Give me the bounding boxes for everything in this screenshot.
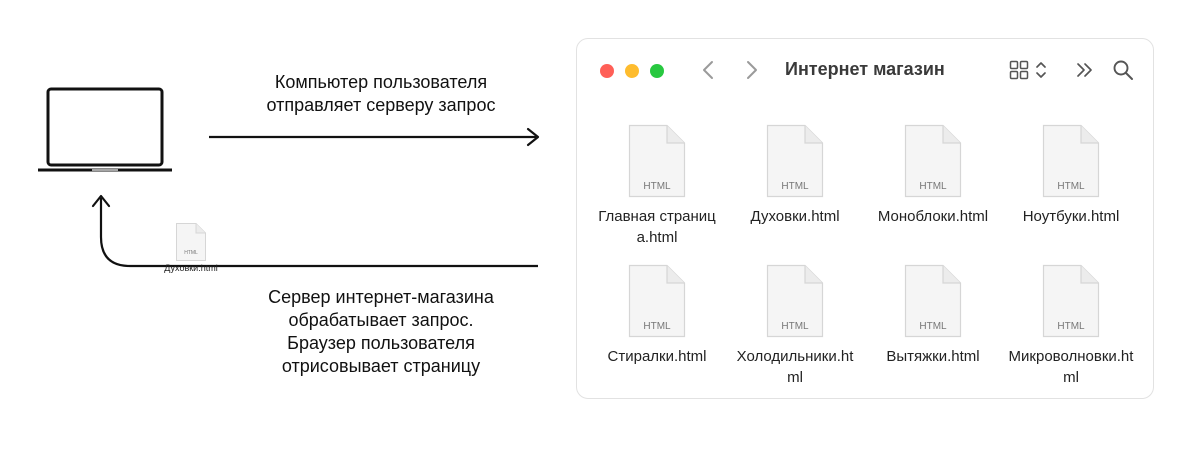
response-caption-line: отрисовывает страницу bbox=[281, 356, 481, 376]
file-name: Вытяжки.html bbox=[886, 348, 980, 365]
file-badge: HTML bbox=[184, 250, 198, 256]
response-arrow bbox=[91, 194, 538, 268]
request-arrow bbox=[209, 127, 540, 147]
file-badge: HTML bbox=[919, 181, 947, 192]
file-name: Духовки.html bbox=[750, 208, 840, 225]
sort-chevrons-icon[interactable] bbox=[1035, 60, 1047, 80]
file-badge: HTML bbox=[643, 181, 671, 192]
request-caption-line: отправляет серверу запрос bbox=[266, 95, 496, 115]
html-file-icon: HTML bbox=[904, 124, 962, 198]
close-button[interactable] bbox=[600, 64, 614, 78]
html-file-icon: HTML bbox=[628, 124, 686, 198]
html-file-icon: HTML bbox=[176, 223, 206, 261]
finder-window: Интернет магазин bbox=[576, 38, 1154, 399]
zoom-button[interactable] bbox=[650, 64, 664, 78]
file-name: Главная страница.html bbox=[598, 208, 716, 246]
file-badge: HTML bbox=[1057, 321, 1085, 332]
file-badge: HTML bbox=[1057, 181, 1085, 192]
request-caption-line: Компьютер пользователя bbox=[274, 72, 488, 92]
file-name: Моноблоки.html bbox=[877, 208, 989, 225]
file-item[interactable]: HTML Стиралки.html bbox=[594, 263, 720, 367]
double-chevron-icon[interactable] bbox=[1075, 61, 1095, 79]
chevron-left-icon[interactable] bbox=[701, 60, 715, 80]
file-item[interactable]: HTML Ноутбуки.html bbox=[1008, 123, 1134, 227]
file-badge: HTML bbox=[781, 181, 809, 192]
file-badge: HTML bbox=[919, 321, 947, 332]
html-file-icon: HTML bbox=[1042, 124, 1100, 198]
minimize-button[interactable] bbox=[625, 64, 639, 78]
response-caption: Сервер интернет-магазина обрабатывает за… bbox=[216, 286, 546, 378]
file-name: Ноутбуки.html bbox=[1022, 208, 1120, 225]
file-item[interactable]: HTML Главная страница.html bbox=[594, 123, 720, 248]
chevron-right-icon[interactable] bbox=[745, 60, 759, 80]
file-badge: HTML bbox=[781, 321, 809, 332]
response-caption-line: обрабатывает запрос. bbox=[288, 310, 474, 330]
html-file-icon: HTML bbox=[766, 264, 824, 338]
returned-file-name: Духовки.html bbox=[164, 263, 218, 273]
response-caption-line: Браузер пользователя bbox=[287, 333, 475, 353]
file-item[interactable]: HTML Холодильники.html bbox=[732, 263, 858, 388]
response-caption-line: Сервер интернет-магазина bbox=[268, 287, 494, 307]
request-caption: Компьютер пользователя отправляет сервер… bbox=[216, 71, 546, 117]
file-item[interactable]: HTML Микроволновки.html bbox=[1008, 263, 1134, 388]
finder-toolbar: Интернет магазин bbox=[577, 39, 1153, 103]
file-name: Стиралки.html bbox=[607, 348, 707, 365]
returned-file: HTML Духовки.html bbox=[163, 222, 219, 280]
window-title: Интернет магазин bbox=[785, 59, 945, 79]
html-file-icon: HTML bbox=[904, 264, 962, 338]
file-badge: HTML bbox=[643, 321, 671, 332]
file-name: Холодильники.html bbox=[736, 348, 854, 386]
file-name: Микроволновки.html bbox=[1008, 348, 1134, 386]
file-item[interactable]: HTML Моноблоки.html bbox=[870, 123, 996, 227]
laptop-icon bbox=[38, 87, 172, 172]
grid-view-icon[interactable] bbox=[1009, 60, 1029, 80]
html-file-icon: HTML bbox=[766, 124, 824, 198]
file-item[interactable]: HTML Духовки.html bbox=[732, 123, 858, 227]
html-file-icon: HTML bbox=[1042, 264, 1100, 338]
search-icon[interactable] bbox=[1112, 59, 1134, 81]
html-file-icon: HTML bbox=[628, 264, 686, 338]
file-item[interactable]: HTML Вытяжки.html bbox=[870, 263, 996, 367]
